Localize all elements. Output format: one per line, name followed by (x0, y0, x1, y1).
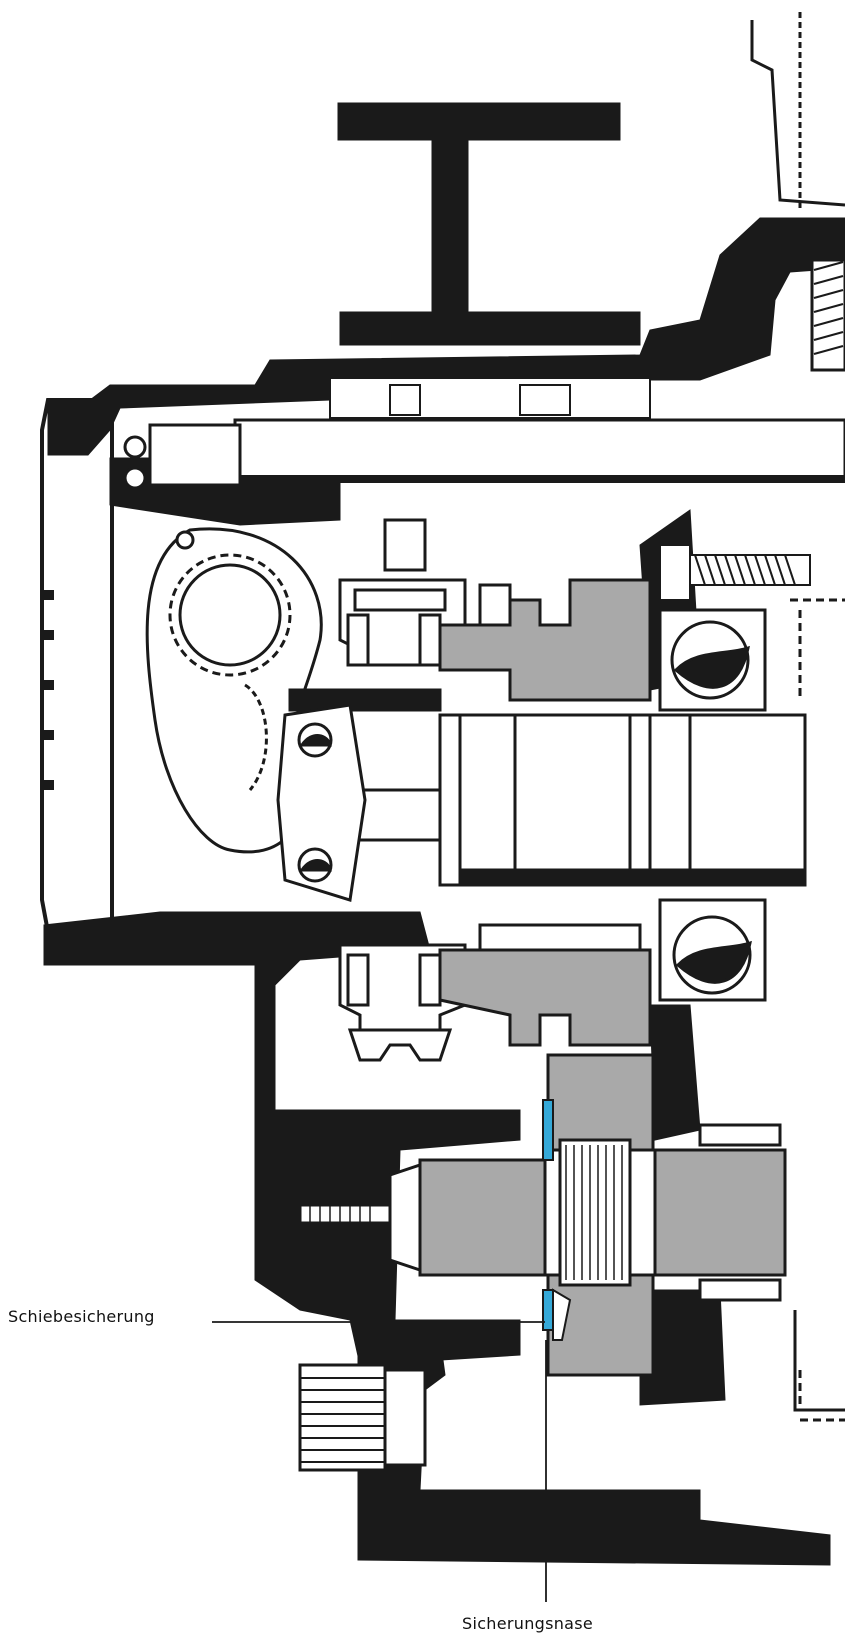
lower-shift-fork (338, 943, 467, 1062)
drain-plug (298, 1363, 427, 1472)
counter-gear (546, 1053, 655, 1377)
bottom-housing-rail (357, 1337, 831, 1566)
lower-housing-block (254, 1109, 521, 1366)
upper-screw (659, 544, 811, 601)
lower-ball-bearing (658, 898, 767, 1002)
upper-synchro-gear (438, 578, 652, 702)
main-shaft (123, 377, 845, 490)
label-schiebesicherung: Schiebesicherung (8, 1307, 155, 1326)
lower-synchro-gear (438, 923, 652, 1047)
right-edge-hidden-lines (790, 598, 845, 1422)
sliding-lock-plate (542, 1099, 572, 1341)
upper-shift-fork (338, 518, 467, 667)
lay-shaft (298, 1123, 787, 1302)
housing-wall-notches (40, 590, 54, 790)
top-flange-bracket (337, 102, 641, 346)
output-shaft (288, 688, 807, 887)
upper-housing-wall (47, 217, 845, 456)
upper-ball-bearing (658, 608, 767, 712)
top-right-thread-housing (750, 12, 845, 372)
selector-cam (145, 527, 323, 854)
output-flange-balls (276, 703, 367, 902)
leader-lines (212, 1321, 547, 1602)
label-sicherungsnase: Sicherungsnase (462, 1614, 594, 1633)
